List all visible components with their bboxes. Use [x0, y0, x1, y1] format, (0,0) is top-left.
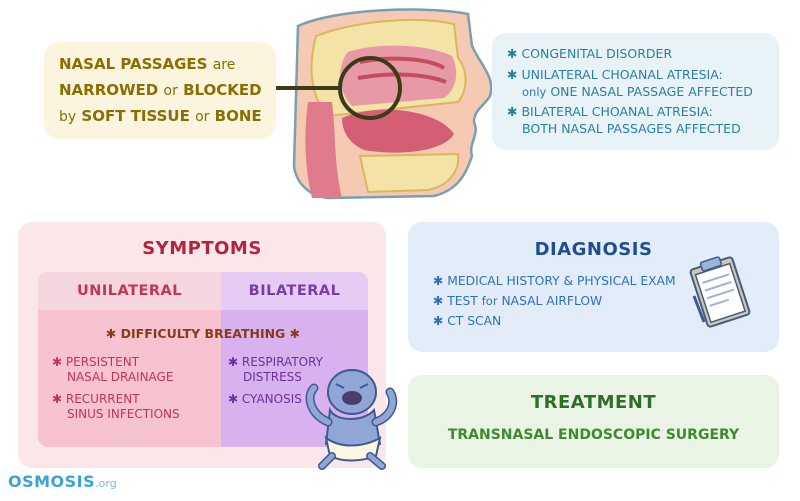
unilateral-item-drainage: ✱ PERSISTENT NASAL DRAINAGE [52, 355, 173, 385]
symptoms-title: SYMPTOMS [142, 238, 262, 259]
callout-line-2: NARROWED or BLOCKED [59, 78, 262, 104]
treatment-title: TREATMENT [530, 392, 657, 413]
diagnosis-text: CT SCAN [447, 314, 502, 328]
symptom-text: RECURRENT [65, 392, 140, 406]
callout-text: or [195, 109, 210, 125]
asterisk-icon: ✱ [507, 104, 522, 119]
info-item-bilateral: ✱ BILATERAL CHOANAL ATRESIA: [507, 103, 713, 120]
diagnosis-text: MEDICAL HISTORY & PHYSICAL EXAM [447, 274, 676, 288]
nasal-anatomy-illustration [292, 8, 493, 200]
asterisk-icon: ✱ [228, 392, 242, 406]
asterisk-icon: ✱ [228, 355, 242, 369]
logo-suffix: .org [95, 477, 117, 490]
logo-text: OSMOSIS [8, 472, 96, 491]
callout-text: BONE [214, 107, 262, 125]
unilateral-header [38, 272, 221, 310]
crying-baby-illustration [305, 369, 398, 470]
info-text: UNILATERAL CHOANAL ATRESIA: [521, 67, 723, 82]
asterisk-icon: ✱ [507, 67, 522, 82]
info-text: BILATERAL CHOANAL ATRESIA: [521, 104, 713, 119]
info-item-unilateral: ✱ UNILATERAL CHOANAL ATRESIA: [507, 66, 723, 83]
symptom-text: PERSISTENT [65, 355, 140, 369]
shared-symptom-text: DIFFICULTY BREATHING [120, 326, 286, 341]
bilateral-title: BILATERAL [248, 283, 341, 299]
callout-text: are [212, 57, 236, 73]
callout-line-1: NASAL PASSAGES are [59, 52, 235, 78]
symptom-text: NASAL DRAINAGE [67, 370, 174, 384]
symptom-text: SINUS INFECTIONS [67, 407, 180, 421]
osmosis-logo: OSMOSIS.org [8, 472, 117, 491]
unilateral-title: UNILATERAL [76, 283, 183, 299]
bilateral-item-cyanosis: ✱ CYANOSIS [228, 392, 302, 407]
diagnosis-text: NASAL AIRFLOW [501, 294, 603, 308]
diagnosis-item-history: ✱ MEDICAL HISTORY & PHYSICAL EXAM [433, 272, 676, 291]
asterisk-icon: ✱ [433, 274, 448, 288]
callout-text: by [59, 109, 77, 125]
info-text: CONGENITAL DISORDER [521, 46, 673, 61]
callout-text: NASAL PASSAGES [59, 55, 208, 73]
symptom-text: DISTRESS [243, 370, 302, 384]
asterisk-icon: ✱ [507, 46, 522, 61]
bilateral-item-respiratory: ✱ RESPIRATORY DISTRESS [228, 355, 323, 385]
callout-text: BLOCKED [183, 81, 262, 99]
info-text: ONE NASAL PASSAGE AFFECTED [550, 84, 753, 99]
info-item-congenital: ✱ CONGENITAL DISORDER [507, 45, 672, 62]
condition-info-panel: ✱ CONGENITAL DISORDER ✱ UNILATERAL CHOAN… [492, 33, 779, 150]
asterisk-icon: ✱ [433, 314, 448, 328]
diagnosis-item-ct: ✱ CT SCAN [433, 312, 501, 331]
info-text: only [522, 85, 547, 99]
diagnosis-text: for [481, 294, 498, 308]
callout-text: NARROWED [59, 81, 159, 99]
treatment-text: TRANSNASAL ENDOSCOPIC SURGERY [447, 427, 740, 443]
shared-symptom: ✱ DIFFICULTY BREATHING ✱ [38, 326, 368, 341]
symptom-text: RESPIRATORY [241, 355, 323, 369]
asterisk-icon: ✱ [52, 355, 66, 369]
callout-line-3: by SOFT TISSUE or BONE [59, 104, 262, 130]
asterisk-icon: ✱ [52, 392, 66, 406]
callout-text: or [163, 83, 178, 99]
asterisk-icon: ✱ [105, 326, 121, 341]
asterisk-icon: ✱ [433, 294, 448, 308]
treatment-panel: TREATMENT TRANSNASAL ENDOSCOPIC SURGERY [408, 375, 779, 468]
asterisk-icon: ✱ [285, 326, 301, 341]
callout-text: SOFT TISSUE [81, 107, 190, 125]
clipboard-icon [689, 256, 751, 328]
symptom-text: CYANOSIS [241, 392, 302, 406]
symptoms-panel: SYMPTOMS UNILATERAL BILATERAL ✱ DIFFICUL… [18, 222, 386, 468]
bilateral-header [221, 272, 368, 310]
callout-connector-line [274, 86, 338, 90]
info-text: BOTH NASAL PASSAGES AFFECTED [522, 121, 741, 136]
info-item-unilateral-detail: only ONE NASAL PASSAGE AFFECTED [522, 83, 753, 101]
definition-callout: NASAL PASSAGES are NARROWED or BLOCKED b… [44, 42, 276, 139]
diagnosis-text: TEST [447, 294, 478, 308]
diagnosis-item-airflow: ✱ TEST for NASAL AIRFLOW [433, 292, 602, 311]
unilateral-item-sinus: ✱ RECURRENT SINUS INFECTIONS [52, 392, 180, 422]
info-item-bilateral-detail: BOTH NASAL PASSAGES AFFECTED [522, 120, 741, 137]
diagnosis-title: DIAGNOSIS [534, 239, 653, 260]
